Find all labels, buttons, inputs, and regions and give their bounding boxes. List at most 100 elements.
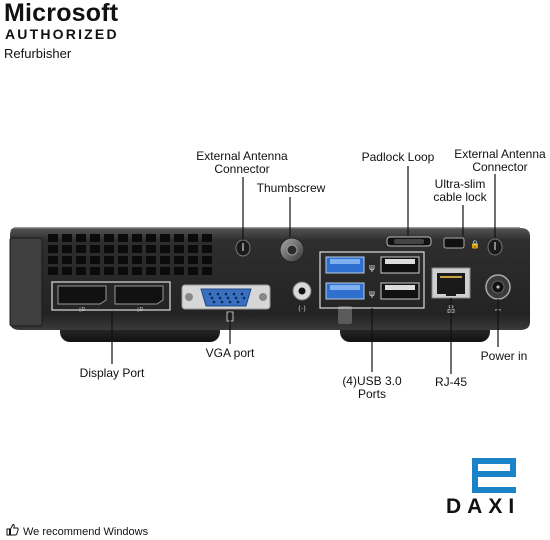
label-external-antenna-left-line2: Connector bbox=[214, 162, 270, 176]
audio-jack-hole bbox=[298, 287, 306, 295]
cable-lock-slot[interactable] bbox=[443, 237, 465, 249]
vent-slot bbox=[202, 234, 212, 242]
label-vga-port: VGA port bbox=[205, 346, 255, 360]
thumbs-up-icon bbox=[6, 523, 19, 540]
label-external-antenna-left-line1: External Antenna bbox=[196, 149, 288, 163]
vent-slot bbox=[62, 234, 72, 242]
vent-slot bbox=[90, 256, 100, 264]
vent-slot bbox=[174, 256, 184, 264]
vent-slot bbox=[174, 267, 184, 275]
vga-screw-right bbox=[259, 293, 267, 301]
vent-slot bbox=[90, 267, 100, 275]
vent-slot bbox=[118, 267, 128, 275]
vent-slot bbox=[118, 234, 128, 242]
vent-slot bbox=[62, 245, 72, 253]
label-external-antenna-right: External Antenna Connector bbox=[450, 148, 550, 174]
vent-slot bbox=[62, 267, 72, 275]
display-port-bracket bbox=[51, 281, 171, 311]
antenna-right-slot bbox=[494, 242, 496, 250]
usb-port-3-tongue bbox=[385, 259, 415, 264]
display-port-1[interactable] bbox=[57, 285, 107, 305]
vent-slot bbox=[48, 245, 58, 253]
label-power-in: Power in bbox=[480, 349, 528, 363]
daxi-wordmark: DAXI bbox=[446, 495, 521, 518]
vent-slot bbox=[160, 234, 170, 242]
vent-slot bbox=[188, 234, 198, 242]
antenna-left-slot bbox=[242, 243, 244, 251]
vent-slot bbox=[118, 256, 128, 264]
label-usb-line2: Ports bbox=[357, 387, 386, 401]
vent-slot bbox=[160, 245, 170, 253]
vent-slot bbox=[118, 245, 128, 253]
vent-slot bbox=[174, 245, 184, 253]
vent-slot bbox=[188, 267, 198, 275]
vent-slot bbox=[62, 256, 72, 264]
label-ultra-slim-line1: Ultra-slim bbox=[434, 177, 486, 191]
vent-slot bbox=[132, 256, 142, 264]
vga-screw-left bbox=[185, 293, 193, 301]
vent-slot bbox=[48, 256, 58, 264]
label-usb-ports: (4)USB 3.0 Ports bbox=[330, 375, 414, 401]
vent-slot bbox=[146, 256, 156, 264]
vent-slot bbox=[146, 245, 156, 253]
thumbscrew-center bbox=[286, 244, 298, 256]
vent-slot bbox=[76, 234, 86, 242]
label-ultra-slim-cable-lock: Ultra-slim cable lock bbox=[420, 178, 500, 204]
vent-slot bbox=[90, 234, 100, 242]
leader-lines bbox=[111, 166, 499, 374]
vent-slot bbox=[76, 256, 86, 264]
lock-icon: 🔒 bbox=[470, 240, 480, 249]
vent-slot bbox=[146, 234, 156, 242]
chassis-left-bezel bbox=[9, 237, 43, 327]
label-padlock-loop: Padlock Loop bbox=[361, 150, 435, 164]
chassis-latch bbox=[338, 306, 352, 324]
label-rj45: RJ-45 bbox=[434, 375, 467, 389]
usb-port-2-tongue bbox=[330, 285, 360, 290]
vent-slot bbox=[48, 267, 58, 275]
usb-icon-top: ψ bbox=[369, 263, 375, 273]
vent-slot bbox=[160, 267, 170, 275]
vent-slot bbox=[132, 234, 142, 242]
label-thumbscrew: Thumbscrew bbox=[256, 181, 326, 195]
vent-slot bbox=[146, 267, 156, 275]
vent-slot bbox=[48, 234, 58, 242]
vent-slot bbox=[202, 256, 212, 264]
vent-slot bbox=[104, 234, 114, 242]
usb-port-1-tongue bbox=[330, 259, 360, 264]
vent-slot bbox=[132, 245, 142, 253]
vga-pins bbox=[208, 292, 246, 304]
vent-slot bbox=[160, 256, 170, 264]
vent-slot bbox=[188, 256, 198, 264]
display-port-2-glyph: ▯D bbox=[137, 307, 144, 313]
vent-slot bbox=[202, 267, 212, 275]
vent-slot bbox=[174, 234, 184, 242]
recommend-windows: We recommend Windows bbox=[6, 523, 148, 540]
vent-slot bbox=[104, 245, 114, 253]
headset-icon: (·) bbox=[298, 305, 306, 313]
microsoft-wordmark: Microsoft bbox=[4, 0, 119, 27]
rj45-latch bbox=[446, 291, 456, 296]
vent-slot bbox=[188, 245, 198, 253]
label-external-antenna-right-line2: Connector bbox=[472, 160, 528, 174]
daxi-e-logo-icon bbox=[472, 458, 516, 493]
label-display-port: Display Port bbox=[79, 366, 145, 380]
vent-grid bbox=[48, 234, 212, 275]
label-external-antenna-right-line1: External Antenna bbox=[454, 147, 546, 161]
vent-slot bbox=[104, 267, 114, 275]
usb-port-4-tongue bbox=[385, 285, 415, 290]
padlock-loop-hole bbox=[394, 239, 424, 244]
vent-slot bbox=[132, 267, 142, 275]
recommend-text: We recommend Windows bbox=[23, 525, 149, 538]
display-port-1-glyph: ▯D bbox=[79, 307, 86, 313]
power-in-pin bbox=[496, 285, 500, 289]
usb-icon-bottom: ψ bbox=[369, 289, 375, 299]
vent-slot bbox=[90, 245, 100, 253]
vent-slot bbox=[104, 256, 114, 264]
vent-slot bbox=[76, 267, 86, 275]
rj45-contacts bbox=[440, 276, 462, 278]
display-port-2[interactable] bbox=[114, 285, 164, 305]
rj45-port[interactable] bbox=[437, 273, 465, 294]
vent-slot bbox=[202, 245, 212, 253]
label-ultra-slim-line2: cable lock bbox=[433, 190, 487, 204]
